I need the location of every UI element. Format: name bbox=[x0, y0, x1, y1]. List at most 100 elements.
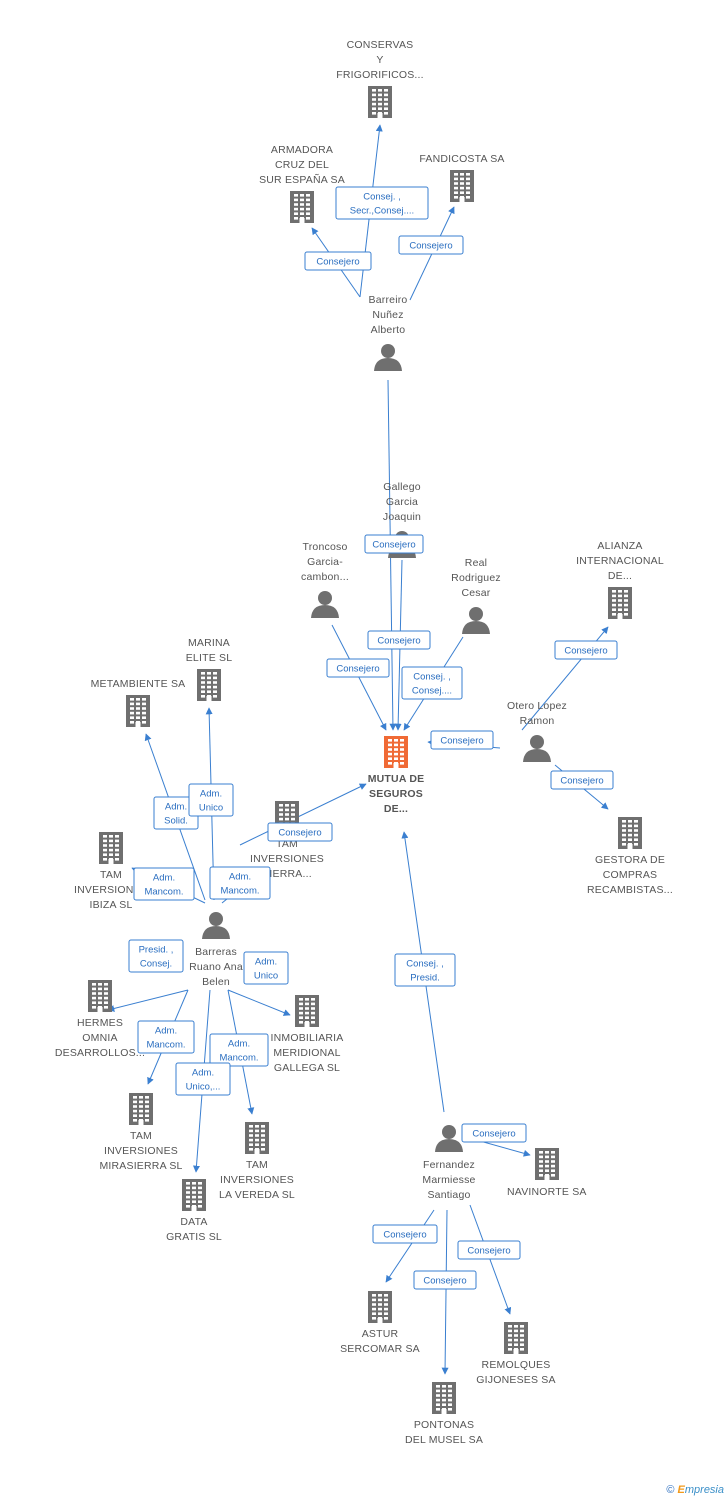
node-label: GRATIS SL bbox=[166, 1231, 222, 1243]
node-hermes[interactable]: HERMESOMNIADESARROLLOS... bbox=[55, 980, 145, 1059]
node-metambiente[interactable]: METAMBIENTE SA bbox=[91, 678, 186, 727]
edge-label-box bbox=[128, 939, 184, 973]
node-label: TAM bbox=[246, 1159, 268, 1171]
edge-label-e25[interactable]: Consejero bbox=[457, 1240, 521, 1260]
edge-label-box bbox=[267, 822, 333, 842]
node-label: HERMES bbox=[77, 1017, 123, 1029]
edge-label-e17[interactable]: Adm.Unico bbox=[243, 951, 289, 985]
node-label: CRUZ DEL bbox=[275, 159, 329, 171]
company-building-icon bbox=[99, 832, 123, 864]
person-icon bbox=[523, 735, 551, 762]
node-data_gratis[interactable]: DATA GRATIS SL bbox=[166, 1179, 222, 1243]
edge-label-e19[interactable]: Adm.Mancom. bbox=[209, 1033, 269, 1067]
edge-label-text: Unico bbox=[254, 971, 278, 982]
edge-label-text: Mancom. bbox=[219, 1053, 258, 1064]
edge-label-e13[interactable]: Adm.Unico bbox=[188, 783, 234, 817]
node-label: MIRASIERRA SL bbox=[99, 1160, 182, 1172]
node-label: RECAMBISTAS... bbox=[587, 884, 673, 896]
node-mutua[interactable]: MUTUA DESEGUROSDE... bbox=[368, 736, 425, 815]
edge-label-e10[interactable]: Consejero bbox=[550, 770, 614, 790]
edge-label-box bbox=[550, 770, 614, 790]
edge-label-text: Secr.,Consej.... bbox=[350, 206, 414, 217]
edge-label-e15[interactable]: Adm.Mancom. bbox=[209, 866, 271, 900]
node-label: Gallego bbox=[383, 481, 421, 493]
edge-label-e3[interactable]: Consejero bbox=[398, 235, 464, 255]
node-label: DATA bbox=[180, 1216, 207, 1228]
node-label: Belen bbox=[202, 976, 230, 988]
node-label: ALIANZA bbox=[597, 540, 642, 552]
edge-label-e2[interactable]: Consejero bbox=[304, 251, 372, 271]
node-fandicosta[interactable]: FANDICOSTA SA bbox=[419, 153, 504, 202]
node-label: DE... bbox=[608, 570, 632, 582]
node-label: CONSERVAS bbox=[347, 39, 414, 51]
node-alianza[interactable]: ALIANZAINTERNACIONALDE... bbox=[576, 540, 664, 619]
edge-label-e23[interactable]: Consejero bbox=[372, 1224, 438, 1244]
edge-label-e16[interactable]: Presid. ,Consej. bbox=[128, 939, 184, 973]
edge-label-e8[interactable]: Consejero bbox=[430, 730, 494, 750]
node-label: Fernandez bbox=[423, 1159, 475, 1171]
company-building-icon bbox=[368, 86, 392, 118]
edge-label-e9[interactable]: Consejero bbox=[554, 640, 618, 660]
node-label: METAMBIENTE SA bbox=[91, 678, 186, 690]
node-label: Nuñez bbox=[372, 309, 403, 321]
edge-label-e14[interactable]: Adm.Mancom. bbox=[133, 867, 195, 901]
node-label: ARMADORA bbox=[271, 144, 333, 156]
node-label: ELITE SL bbox=[186, 652, 233, 664]
edge-label-box bbox=[137, 1020, 195, 1054]
edge-label-e4[interactable]: Consejero bbox=[364, 534, 424, 554]
edge-label-e1[interactable]: Consej. ,Secr.,Consej.... bbox=[335, 186, 429, 220]
edge-barreras-to-mutua bbox=[239, 783, 367, 846]
edge-label-box bbox=[461, 1123, 527, 1143]
person-icon bbox=[462, 607, 490, 634]
edge-label-e6[interactable]: Consejero bbox=[326, 658, 390, 678]
node-armadora[interactable]: ARMADORA CRUZ DEL SUR ESPAÑA SA bbox=[259, 144, 345, 223]
edge-label-text: Adm. bbox=[229, 872, 251, 883]
node-label: Rodriguez bbox=[451, 572, 501, 584]
edge-label-text: Presid. bbox=[410, 973, 440, 984]
node-label: DEL MUSEL SA bbox=[405, 1434, 483, 1446]
footer-brand[interactable]: ©Empresia bbox=[666, 1484, 724, 1496]
edge-label-e11[interactable]: Consejero bbox=[267, 822, 333, 842]
node-label: Barreiro bbox=[369, 294, 408, 306]
node-troncoso[interactable]: TroncosoGarcia-cambon... bbox=[301, 541, 349, 618]
node-label: INMOBILIARIA bbox=[271, 1032, 344, 1044]
edge-label-box bbox=[133, 867, 195, 901]
node-label: IBIZA SL bbox=[89, 899, 132, 911]
edge-label-e7[interactable]: Consej. ,Consej.... bbox=[401, 666, 463, 700]
person-icon bbox=[202, 912, 230, 939]
edge-label-e24[interactable]: Consejero bbox=[413, 1270, 477, 1290]
node-conservas[interactable]: CONSERVASYFRIGORIFICOS... bbox=[336, 39, 424, 118]
node-label: Ramon bbox=[520, 715, 555, 727]
edge-labels-layer: Consej. ,Secr.,Consej....ConsejeroConsej… bbox=[128, 186, 618, 1290]
node-label: GIJONESES SA bbox=[476, 1374, 555, 1386]
node-navinorte[interactable]: NAVINORTE SA bbox=[507, 1148, 587, 1198]
node-gestora[interactable]: GESTORA DECOMPRASRECAMBISTAS... bbox=[587, 817, 673, 896]
person-icon bbox=[435, 1125, 463, 1152]
node-label: SUR ESPAÑA SA bbox=[259, 173, 345, 186]
edge-label-e20[interactable]: Adm.Unico,... bbox=[175, 1062, 231, 1096]
edge-label-e18[interactable]: Adm.Mancom. bbox=[137, 1020, 195, 1054]
brand-logo-text: mpresia bbox=[684, 1484, 724, 1496]
node-label: INVERSIONES bbox=[74, 884, 148, 896]
company-building-icon bbox=[245, 1122, 269, 1154]
edge-label-text: Consejero bbox=[423, 1276, 466, 1287]
company-building-icon bbox=[432, 1382, 456, 1414]
edge-label-e21[interactable]: Consej. ,Presid. bbox=[394, 953, 456, 987]
node-label: INVERSIONES bbox=[220, 1174, 294, 1186]
edge-label-e22[interactable]: Consejero bbox=[461, 1123, 527, 1143]
edge-label-e5[interactable]: Consejero bbox=[367, 630, 431, 650]
